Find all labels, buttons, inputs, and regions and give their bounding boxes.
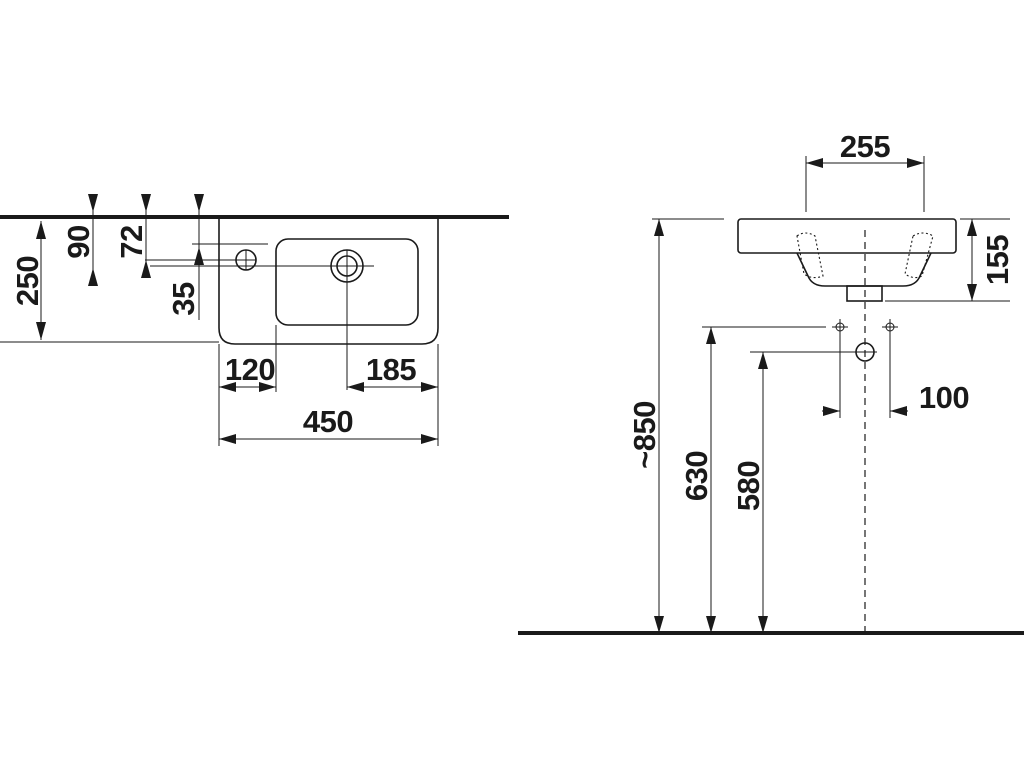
basin-outline [218,219,439,345]
arrow-250-bot [36,322,46,340]
dim-72-label: 72 [114,225,149,258]
dim-90-label: 90 [61,225,96,258]
hidden-hole-right [904,232,934,279]
arrow-120-right [259,382,276,392]
arrow-450-right [421,434,438,444]
arrow-850-top [654,219,664,236]
arrow-155-top [967,219,977,236]
arrow-72-bot [141,260,151,278]
arrow-580-top [758,352,768,369]
dim-120-label: 120 [225,352,275,387]
dim-155-label: 155 [980,235,1015,285]
dim-250-label: 250 [10,256,45,306]
arrow-580-bot [758,616,768,633]
dim-850-label: ~850 [627,401,662,469]
arrow-35-top [194,194,204,212]
dim-630-label: 630 [679,451,714,501]
side-view: 255 155 100 ~850 [518,129,1024,635]
arrow-120-left [219,382,236,392]
arrow-630-bot [706,616,716,633]
arrow-185-right [421,382,438,392]
dim-450-label: 450 [303,404,353,439]
basin-bowl-body [796,252,932,287]
arrow-255-left [806,158,823,168]
arrow-250-top [36,221,46,239]
basin-top-slab [737,218,957,254]
basin-drain-spigot [846,285,883,302]
arrow-72-top [141,194,151,212]
arrow-185-left [347,382,364,392]
dim-580-label: 580 [731,461,766,511]
arrow-255-right [907,158,924,168]
dim-100-label: 100 [919,380,969,415]
arrow-90-bot [88,268,98,286]
plan-view: 90 72 35 250 120 185 450 [0,194,509,446]
arrow-155-bot [967,284,977,301]
arrow-450-left [219,434,236,444]
hidden-hole-left [796,232,824,279]
arrow-100-right [890,406,907,416]
arrow-90-top [88,194,98,212]
arrow-35-bot [194,247,204,265]
dim-185-label: 185 [366,352,416,387]
dim-35-label: 35 [166,282,201,316]
dim-255-label: 255 [840,129,890,164]
arrow-850-bot [654,616,664,633]
arrow-630-top [706,327,716,344]
arrow-100-left [823,406,840,416]
